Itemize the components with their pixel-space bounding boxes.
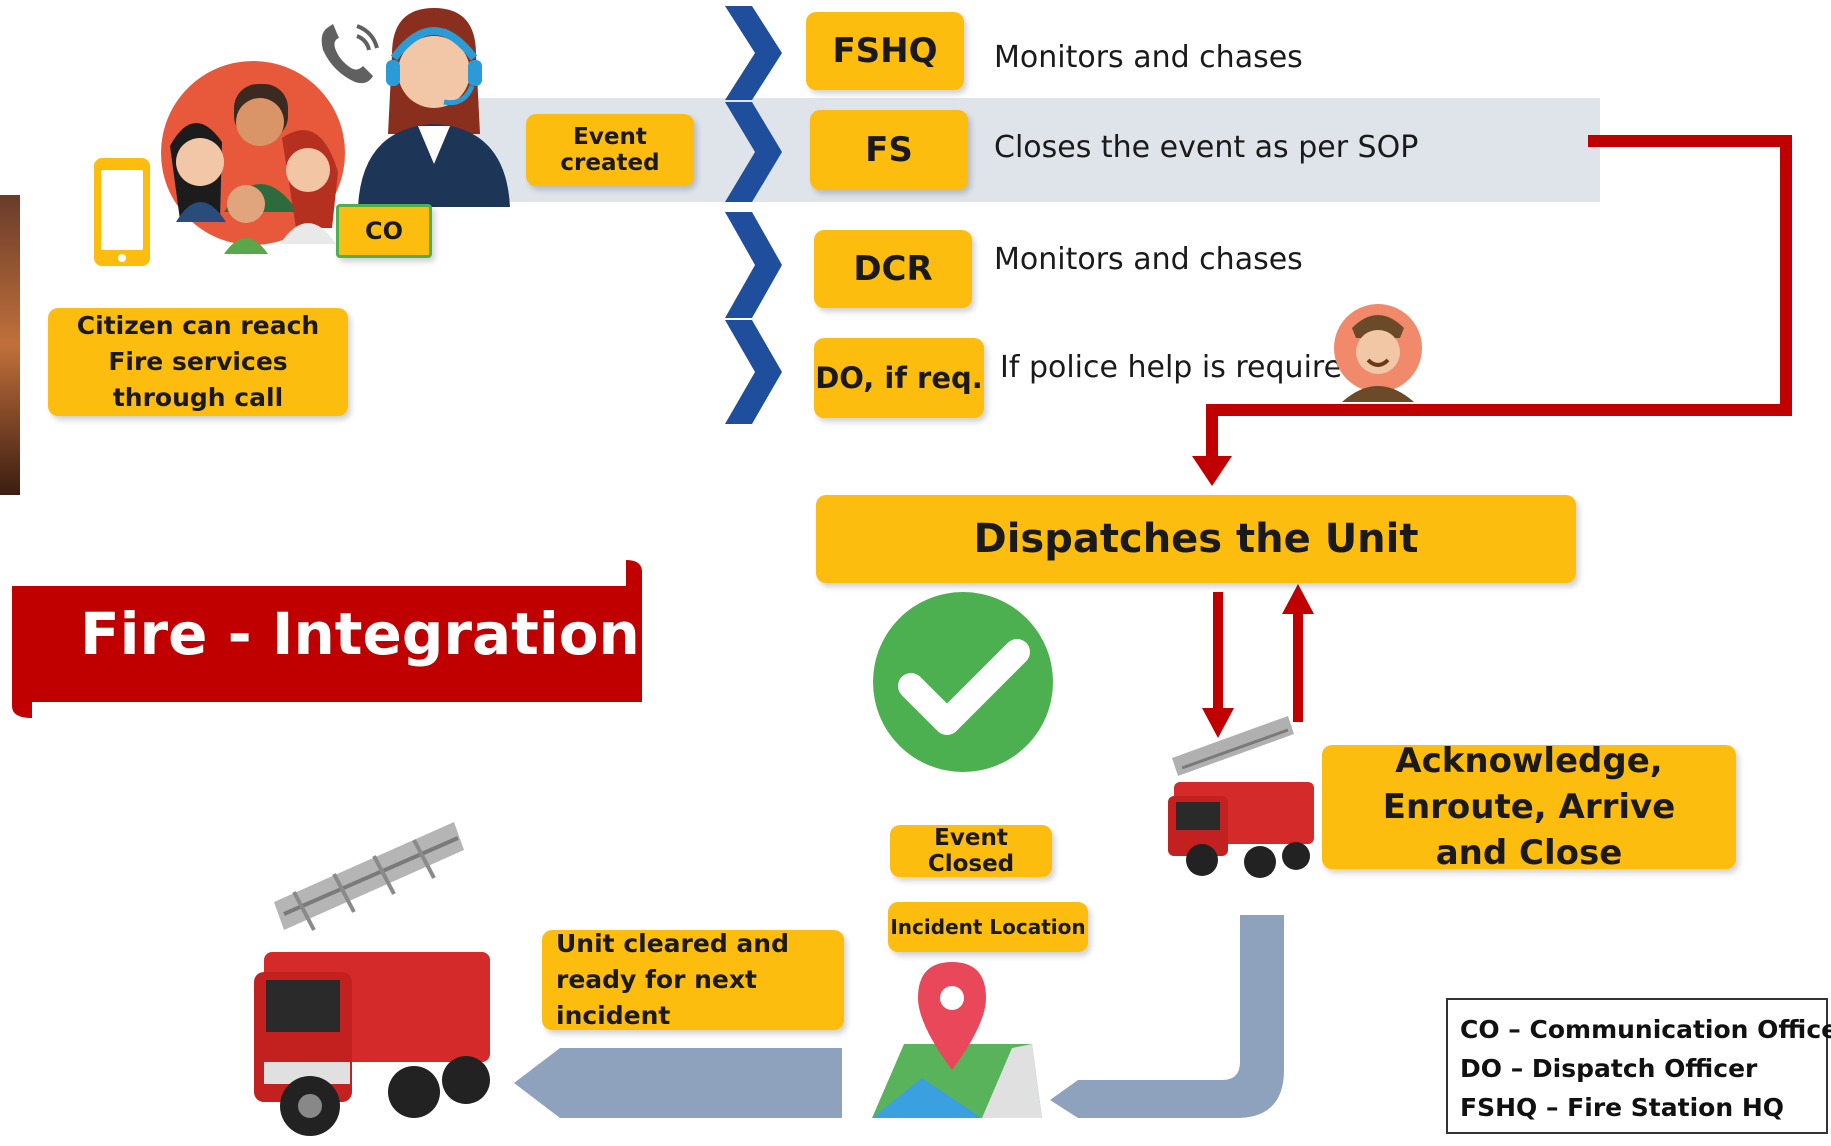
event-closed-label: Event Closed (890, 825, 1052, 877)
telephone-icon (321, 24, 379, 84)
call-officer-icon (358, 8, 510, 207)
fs-description: Closes the event as per SOP (994, 130, 1419, 165)
unit-cleared-box: Unit cleared and ready for next incident (542, 929, 844, 1030)
citizen-reach-box: Citizen can reach Fire services through … (48, 308, 348, 416)
role-dcr: DCR (814, 230, 972, 308)
page-title: Fire - Integration (80, 600, 640, 668)
check-icon (873, 592, 1053, 772)
legend-item: CO – Communication Officer (1460, 1015, 1831, 1044)
map-pin-icon (872, 962, 1042, 1118)
role-fs: FS (810, 110, 968, 190)
legend-box: CO – Communication Officer DO – Dispatch… (1446, 998, 1831, 1134)
co-label: CO (336, 204, 432, 258)
do-description: If police help is required (1000, 350, 1362, 385)
legend-item: DO – Dispatch Officer (1460, 1054, 1758, 1083)
acknowledge-box: Acknowledge, Enroute, Arrive and Close (1322, 741, 1736, 873)
fire-truck-small-icon (1168, 716, 1314, 878)
fshq-description: Monitors and chases (994, 40, 1303, 75)
legend-item: FSHQ – Fire Station HQ (1460, 1093, 1784, 1122)
citizens-group-icon (161, 61, 345, 254)
fire-truck-large-icon (254, 822, 490, 1136)
dispatch-unit-box: Dispatches the Unit (816, 495, 1576, 583)
incident-location-label: Incident Location (888, 902, 1088, 952)
dcr-description: Monitors and chases (994, 242, 1303, 277)
title-ribbon (12, 560, 642, 718)
mobile-phone-icon (94, 158, 150, 266)
event-created-box: Event created (526, 114, 694, 186)
role-fshq: FSHQ (806, 12, 964, 90)
role-do: DO, if req. (814, 338, 984, 418)
police-officer-icon (1334, 304, 1422, 402)
decorative-edge-image (0, 195, 20, 495)
